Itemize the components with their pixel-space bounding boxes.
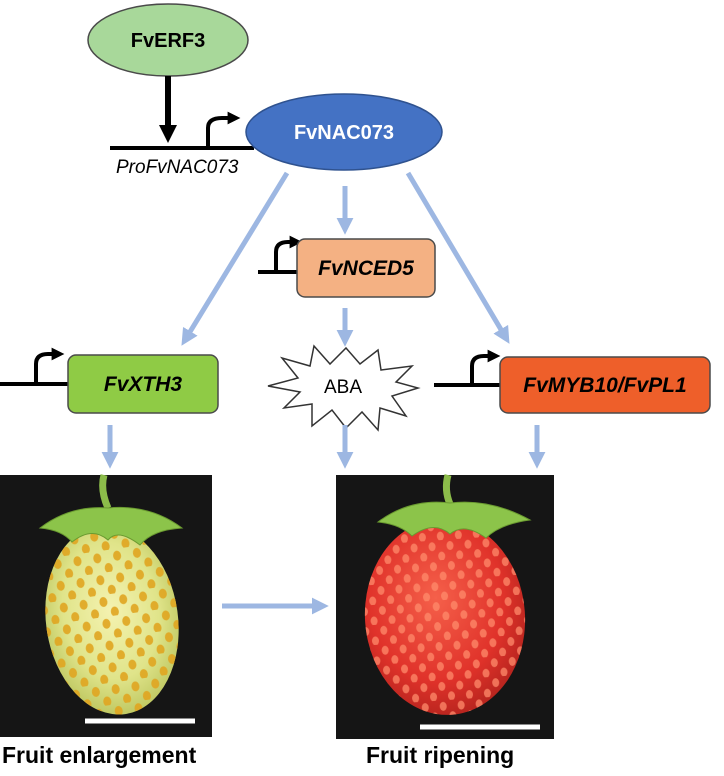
node-myb10-pl1-label: FvMYB10/FvPL1 xyxy=(523,374,686,397)
node-aba-label: ABA xyxy=(324,377,362,398)
tss-nac073-icon xyxy=(206,111,241,146)
promoter-label: ProFvNAC073 xyxy=(116,157,239,178)
node-nac073: FvNAC073 xyxy=(245,93,443,171)
node-nced5-label: FvNCED5 xyxy=(318,257,414,280)
tss-xth3-icon xyxy=(34,347,65,382)
caption-fruit-enlargement: Fruit enlargement xyxy=(2,742,197,768)
arrow-nac073-to-myb10 xyxy=(405,171,510,344)
node-erf3: FvERF3 xyxy=(87,3,249,77)
photo-fruit-enlargement xyxy=(0,474,212,737)
photo-fruit-ripening xyxy=(336,474,554,739)
tss-myb10-icon xyxy=(470,349,501,383)
caption-fruit-ripening: Fruit ripening xyxy=(366,742,515,768)
node-myb10-pl1: FvMYB10/FvPL1 xyxy=(499,356,711,414)
node-nced5: FvNCED5 xyxy=(296,238,436,298)
tss-nced5-icon xyxy=(274,235,303,270)
arrow-nac073-to-xth3 xyxy=(181,171,290,346)
node-aba: ABA xyxy=(267,344,421,432)
node-erf3-label: FvERF3 xyxy=(131,30,205,52)
node-xth3-label: FvXTH3 xyxy=(104,373,183,396)
node-xth3: FvXTH3 xyxy=(67,354,219,414)
node-nac073-label: FvNAC073 xyxy=(294,122,394,144)
